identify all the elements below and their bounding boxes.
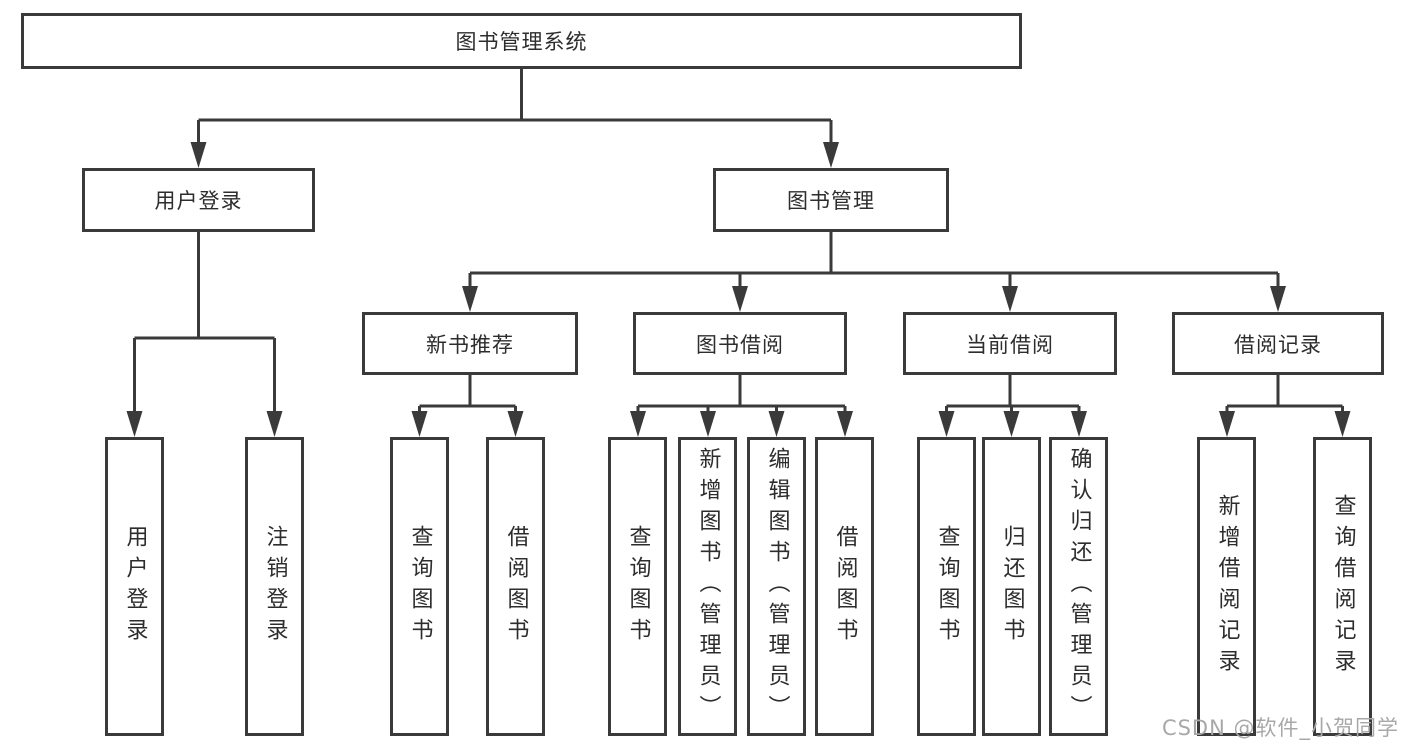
- leaf-query-borrow-record: 查询借阅记录: [1313, 437, 1372, 736]
- leaf-query-books-borrow: 查询图书: [608, 437, 667, 736]
- csdn-watermark: CSDN @软件_小贺同学: [1161, 716, 1399, 740]
- leaf-query-books-current: 查询图书: [917, 437, 976, 736]
- leaf-add-borrow-record: 新增借阅记录: [1197, 437, 1256, 736]
- node-current-borrowing: 当前借阅: [903, 312, 1117, 375]
- node-book-management: 图书管理: [713, 168, 949, 232]
- arrowhead-icons: [126, 142, 1351, 437]
- node-borrow-records: 借阅记录: [1172, 312, 1384, 375]
- node-new-book-recommend: 新书推荐: [362, 312, 578, 375]
- leaf-logout: 注销登录: [245, 437, 304, 736]
- leaf-borrow-books: 借阅图书: [815, 437, 874, 736]
- node-book-borrowing: 图书借阅: [633, 312, 847, 375]
- leaf-edit-books-admin: 编辑图书（管理员）: [747, 437, 806, 736]
- leaf-borrow-books-recommend: 借阅图书: [486, 437, 545, 736]
- node-root-system: 图书管理系统: [21, 13, 1022, 69]
- node-user-login: 用户登录: [82, 168, 315, 232]
- leaf-confirm-return-admin: 确认归还（管理员）: [1049, 437, 1108, 736]
- leaf-query-books-recommend: 查询图书: [390, 437, 449, 736]
- leaf-return-books: 归还图书: [982, 437, 1041, 736]
- leaf-add-books-admin: 新增图书（管理员）: [678, 437, 737, 736]
- leaf-user-login: 用户登录: [105, 437, 164, 736]
